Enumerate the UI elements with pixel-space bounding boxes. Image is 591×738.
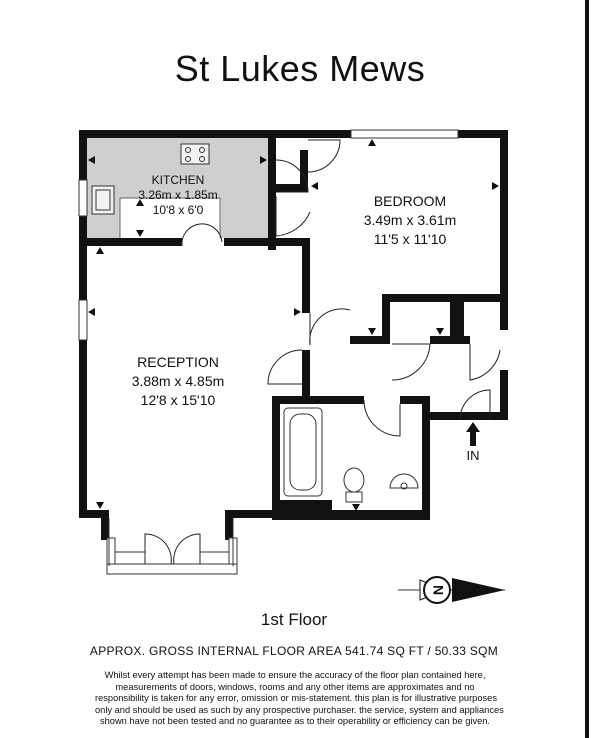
bedroom-name: BEDROOM	[374, 193, 446, 209]
bedroom-imperial: 11'5 x 11'10	[374, 231, 447, 247]
disclaimer: Whilst every attempt has been made to en…	[95, 670, 504, 728]
floor-label: 1st Floor	[260, 610, 328, 629]
entrance-arrow-icon	[466, 422, 480, 446]
compass-icon	[398, 576, 505, 604]
kitchen-imperial: 10'8 x 6'0	[153, 203, 204, 217]
kitchen-sink	[91, 185, 115, 215]
kitchen-name: KITCHEN	[152, 173, 205, 187]
wall-markers	[88, 139, 499, 511]
disclaimer-line: measurements of doors, windows, rooms an…	[115, 681, 475, 692]
floor-area-text: APPROX. GROSS INTERNAL FLOOR AREA 541.74…	[89, 644, 499, 658]
disclaimer-line: shown have not been tested and no guaran…	[99, 716, 491, 727]
compass-north-label: N	[430, 585, 446, 595]
kitchen-hob	[180, 143, 210, 165]
walls	[79, 130, 508, 540]
disclaimer-line: only and should be used as such by any p…	[95, 704, 504, 715]
bedroom-metric: 3.49m x 3.61m	[364, 212, 457, 228]
bathroom-fittings	[283, 407, 419, 503]
property-title: St Lukes Mews	[174, 48, 426, 89]
kitchen-metric: 3.26m x 1.85m	[138, 188, 217, 202]
entrance-label: IN	[467, 448, 480, 463]
disclaimer-line: Whilst every attempt has been made to en…	[104, 670, 486, 680]
kitchen-worktop	[87, 138, 268, 238]
reception-name: RECEPTION	[137, 354, 219, 370]
reception-imperial: 12'8 x 15'10	[141, 392, 216, 408]
reception-metric: 3.88m x 4.85m	[132, 373, 225, 389]
page-edge-rule	[585, 0, 589, 738]
disclaimer-line: responsibility is taken for any error, o…	[95, 693, 497, 704]
door-swings	[144, 139, 501, 565]
